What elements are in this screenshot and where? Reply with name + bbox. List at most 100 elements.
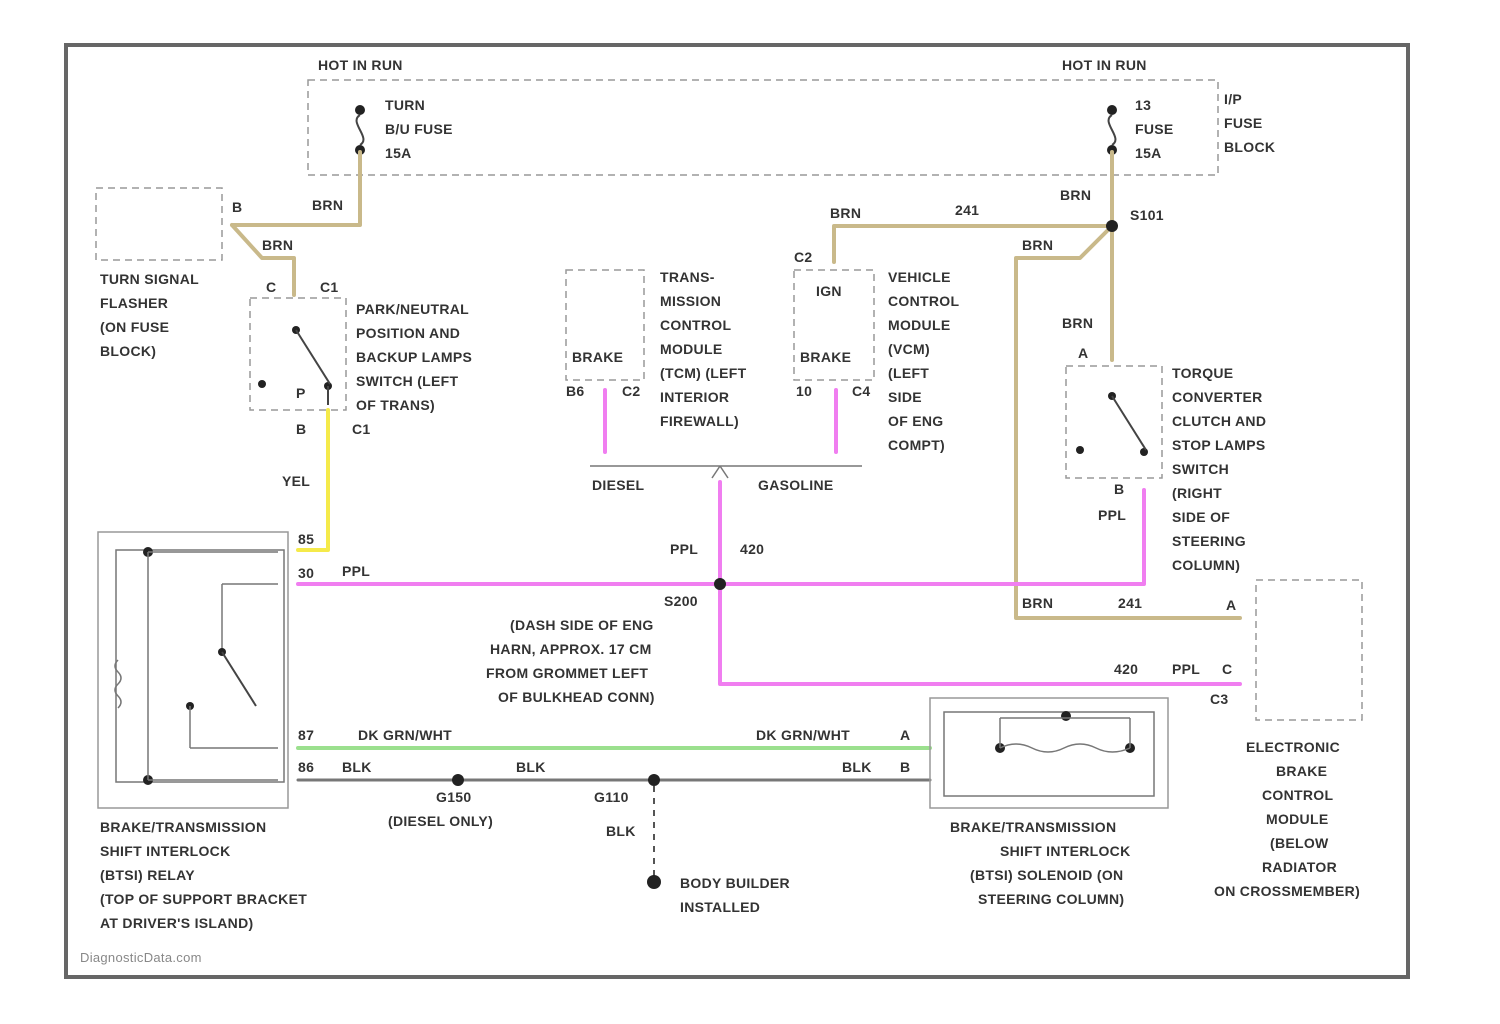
blk-label-3: BLK [842,759,872,775]
brn-label-2: BRN [262,237,293,253]
tcm-label-4: MODULE [660,341,722,357]
ground-label-2: INSTALLED [680,899,760,915]
fuse-block-line-3: BLOCK [1224,139,1275,155]
brn-label-6: BRN [1062,315,1093,331]
fuse-left-line-2: B/U FUSE [385,121,453,137]
circuit-420-b: 420 [1114,661,1138,677]
relay-pin-85: 85 [298,531,314,547]
circuit-420-a: 420 [740,541,764,557]
dkgrn-label-1: DK GRN/WHT [358,727,452,743]
tcm-label-1: TRANS- [660,269,715,285]
tcc-label-1: TORQUE [1172,365,1233,381]
s200-note-3: FROM GROMMET LEFT [486,665,648,681]
vcm-pin-c2-top: C2 [794,249,813,265]
blk-label-2: BLK [516,759,546,775]
relay-pin-86: 86 [298,759,314,775]
solenoid-label-3: (BTSI) SOLENOID (ON [970,867,1123,883]
flasher-pin-b: B [232,199,242,215]
ground-g150-note: (DIESEL ONLY) [388,813,493,829]
splice-s200 [714,578,726,590]
tcm-label-6: INTERIOR [660,389,729,405]
pnp-pin-c: C [266,279,276,295]
vcm-label-3: MODULE [888,317,950,333]
relay-pin-87: 87 [298,727,314,743]
relay-label-5: AT DRIVER'S ISLAND) [100,915,253,931]
pnp-label-1: PARK/NEUTRAL [356,301,469,317]
fuse-left-line-1: TURN [385,97,425,113]
ebcm-label-5: (BELOW [1270,835,1329,851]
tcm-label-2: MISSION [660,293,721,309]
ground-label-1: BODY BUILDER [680,875,790,891]
circuit-241-b: 241 [1118,595,1142,611]
pnp-label-2: POSITION AND [356,325,460,341]
ppl-label-3: PPL [1098,507,1126,523]
branch-diesel: DIESEL [592,477,645,493]
tcc-switch-contact [1076,392,1148,456]
ppl-wires [298,390,1240,684]
vcm-label-8: COMPT) [888,437,945,453]
tcc-label-9: COLUMN) [1172,557,1240,573]
hot-in-run-right: HOT IN RUN [1062,57,1147,73]
branch-gasoline: GASOLINE [758,477,834,493]
vcm-label-2: CONTROL [888,293,959,309]
ppl-s200-to-ebcm [720,584,1240,684]
vcm-pin-c4: C4 [852,383,871,399]
tcc-label-8: STEERING [1172,533,1246,549]
flasher-label-1: TURN SIGNAL [100,271,199,287]
flasher-label-2: FLASHER [100,295,168,311]
ppl-label-2: PPL [670,541,698,557]
pnp-label-4: SWITCH (LEFT [356,373,459,389]
fuse-left-line-3: 15A [385,145,412,161]
tcc-label-5: SWITCH [1172,461,1229,477]
brn-label-3: BRN [830,205,861,221]
pnp-label-5: OF TRANS) [356,397,435,413]
btsi-solenoid-internals [944,711,1154,796]
splice-s101 [1106,220,1118,232]
ebcm-pin-c3: C3 [1210,691,1229,707]
turn-bu-fuse [355,105,365,155]
brn-label-5: BRN [1022,237,1053,253]
s200-note-1: (DASH SIDE OF ENG [510,617,654,633]
brn-label-1: BRN [312,197,343,213]
btsi-solenoid-box [930,698,1168,808]
ppl-label-1: PPL [342,563,370,579]
tcc-pin-b: B [1114,481,1124,497]
vcm-inner-ign: IGN [816,283,842,299]
vcm-label-6: SIDE [888,389,922,405]
tcc-label-3: CLUTCH AND [1172,413,1266,429]
pnp-label-3: BACKUP LAMPS [356,349,472,365]
yel-label: YEL [282,473,310,489]
ebcm-label-4: MODULE [1266,811,1328,827]
btsi-relay-internals [115,547,284,785]
ebcm-label-3: CONTROL [1262,787,1333,803]
pnp-pin-b: B [296,421,306,437]
tcm-pin-b6: B6 [566,383,585,399]
fuse-right-line-1: 13 [1135,97,1151,113]
pnp-pin-c1-bot: C1 [352,421,371,437]
brn-fuse-left-wire [232,152,360,225]
tcm-label-7: FIREWALL) [660,413,739,429]
ebcm-label-1: ELECTRONIC [1246,739,1340,755]
relay-label-2: SHIFT INTERLOCK [100,843,231,859]
relay-label-1: BRAKE/TRANSMISSION [100,819,266,835]
btsi-relay-box [98,532,288,808]
pnp-switch-contact [258,326,332,405]
blk-label-1: BLK [342,759,372,775]
tcc-label-2: CONVERTER [1172,389,1263,405]
ppl-label-4: PPL [1172,661,1200,677]
hot-in-run-left: HOT IN RUN [318,57,403,73]
splice-s101-label: S101 [1130,207,1164,223]
fuse-13 [1107,105,1117,155]
tcc-pin-a: A [1078,345,1088,361]
tcm-label-3: CONTROL [660,317,731,333]
fuse-right-line-2: FUSE [1135,121,1174,137]
vcm-label-1: VEHICLE [888,269,951,285]
ebcm-pin-a: A [1226,597,1236,613]
ground-g150 [452,774,464,786]
turn-signal-flasher-box [96,188,222,260]
ground-g150-label: G150 [436,789,471,805]
solenoid-label-1: BRAKE/TRANSMISSION [950,819,1116,835]
blk-label-4: BLK [606,823,636,839]
ebcm-label-7: ON CROSSMEMBER) [1214,883,1360,899]
